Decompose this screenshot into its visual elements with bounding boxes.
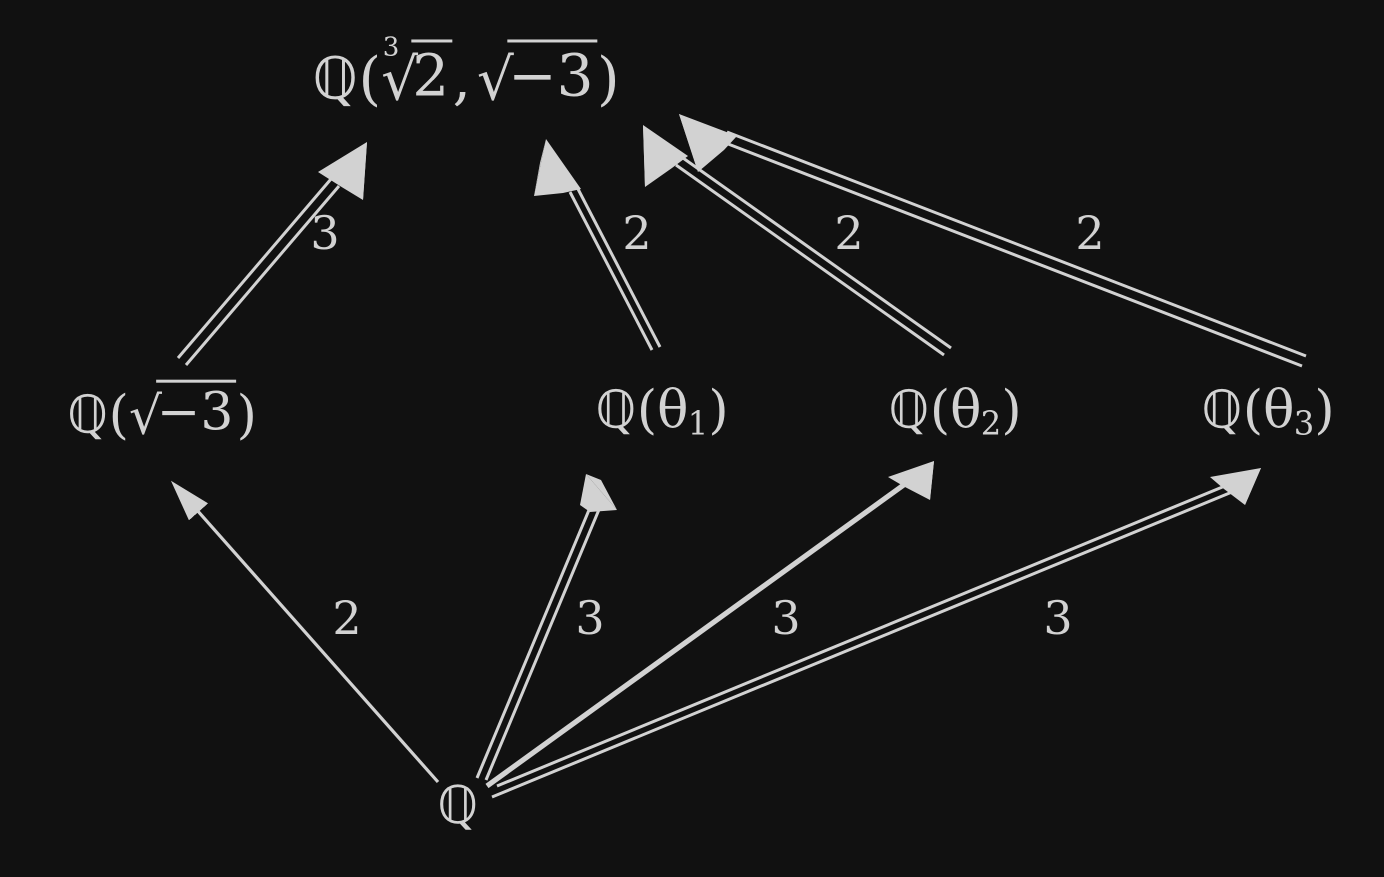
edge-line-b (484, 499, 605, 781)
edge-line-a (675, 163, 945, 357)
open-paren: ( (929, 380, 951, 441)
edge-line-a (722, 140, 1303, 368)
edge-weight-q-to-qsqrtneg3: 2 (332, 591, 362, 645)
close-paren: ) (708, 380, 729, 441)
radicand-minus-three: −3 (506, 39, 598, 104)
open-paren: ( (636, 380, 658, 441)
radical-index-3: 3 (382, 32, 400, 63)
square-root-of-minus-three: √−3 (476, 39, 598, 114)
edge-weight-qtheta3-to-top: 2 (1075, 206, 1105, 260)
radical-sign: √ (381, 45, 419, 114)
close-paren: ) (1314, 380, 1335, 441)
node-label-q-sqrt-neg3: ℚ(√−3) (67, 379, 257, 447)
edge-line (485, 481, 907, 789)
theta-glyph: θ (950, 380, 982, 441)
edge-weight-qtheta2-to-top: 2 (834, 206, 864, 260)
edge-line (170, 480, 440, 784)
arrowhead-barb (534, 139, 546, 196)
theta-subscript: 1 (687, 404, 709, 443)
edge-line-a (491, 490, 1233, 799)
theta-subscript: 2 (980, 404, 1002, 443)
cube-root-of-two: 3√2 (381, 35, 453, 114)
close-paren: ) (236, 385, 257, 446)
close-paren: ) (1001, 380, 1022, 441)
arrowhead (534, 139, 581, 196)
radicand-minus-three: −3 (155, 379, 237, 439)
theta-glyph: θ (657, 380, 689, 441)
radical-sign: √ (476, 45, 514, 114)
radical-sign: √ (128, 386, 163, 447)
blackboard-q-glyph: ℚ (437, 776, 479, 836)
blackboard-q-glyph: ℚ (888, 380, 930, 441)
arrowhead-barb (352, 142, 367, 200)
theta-subscript: 3 (1293, 404, 1315, 443)
edge-line-b (726, 130, 1307, 358)
node-label-q-theta1: ℚ(θ1) (595, 384, 728, 439)
node-label-q-theta3: ℚ(θ3) (1201, 384, 1334, 439)
edge-line-b (576, 188, 662, 348)
arrowhead (643, 125, 688, 187)
open-paren: ( (108, 385, 129, 446)
arrowhead-barb (643, 125, 655, 187)
edge-q-to-qtheta2 (485, 461, 934, 789)
theta-glyph: θ (1263, 380, 1295, 441)
open-paren: ( (358, 44, 382, 113)
edge-qtheta1-to-top (534, 139, 662, 351)
edge-qtheta3-to-top (679, 114, 1307, 368)
open-paren: ( (1242, 380, 1264, 441)
arrowhead-barb (679, 114, 698, 172)
arrowhead (318, 142, 367, 200)
edge-weight-qtheta1-to-top: 2 (622, 206, 652, 260)
blackboard-q-glyph: ℚ (312, 44, 359, 113)
edge-qtheta2-to-top (643, 125, 952, 357)
edge-q-to-qtheta3 (491, 468, 1261, 799)
comma-separator: , (452, 44, 472, 113)
blackboard-q-glyph: ℚ (595, 380, 637, 441)
edge-weight-q-to-qtheta1: 3 (575, 591, 605, 645)
close-paren: ) (597, 44, 620, 113)
arrowhead-barb (922, 461, 934, 500)
node-label-rationals: ℚ (437, 780, 478, 832)
edge-qsqrtneg3-to-top (176, 142, 367, 366)
edge-q-to-qtheta1 (475, 474, 617, 781)
edge-line-a (568, 191, 654, 351)
edge-weight-q-to-qtheta3: 3 (1043, 591, 1073, 645)
arrowhead-barb (1245, 468, 1261, 505)
edge-q-to-qsqrtneg3 (170, 480, 440, 784)
edge-line-a (475, 497, 596, 779)
blackboard-q-glyph: ℚ (67, 385, 109, 446)
blackboard-q-glyph: ℚ (1201, 380, 1243, 441)
radicand-two: 2 (411, 39, 453, 104)
square-root-of-minus-three: √−3 (128, 379, 237, 447)
node-label-q-theta2: ℚ(θ2) (888, 384, 1021, 439)
edge-weight-q-to-qtheta2: 3 (771, 591, 801, 645)
edge-line-b (184, 185, 341, 366)
arrowhead (580, 474, 617, 512)
node-label-top-field: ℚ(3√2, √−3) (312, 35, 620, 114)
edge-line-a (176, 178, 333, 359)
edge-line-b (682, 156, 952, 350)
arrowhead-barb (586, 474, 617, 510)
edge-weight-qsqrtneg3-to-top: 3 (310, 206, 340, 260)
arrowhead (679, 114, 737, 172)
edge-line-b (496, 479, 1238, 788)
